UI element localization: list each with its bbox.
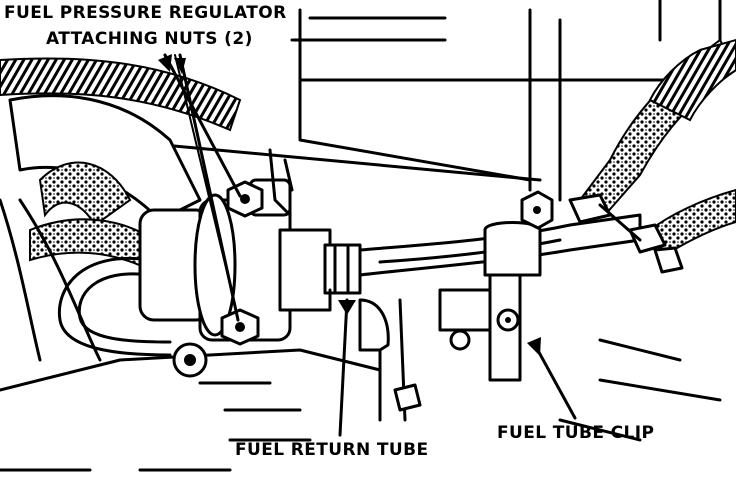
mounting-bolt: [520, 190, 554, 230]
label-attaching-nuts: ATTACHING NUTS (2): [46, 29, 253, 49]
background-frame: [0, 0, 722, 472]
fuel-pressure-regulator: [138, 148, 362, 342]
leader-lines: [158, 16, 577, 437]
attaching-nut-bottom: [220, 308, 260, 346]
fuel-tube-clip: [438, 221, 542, 382]
label-fuel-return-tube: FUEL RETURN TUBE: [235, 440, 429, 460]
right-hoses: [568, 38, 736, 274]
label-fuel-tube-clip: FUEL TUBE CLIP: [497, 423, 654, 443]
ground-wire: [57, 257, 208, 378]
label-fuel-pressure-regulator: FUEL PRESSURE REGULATOR: [4, 3, 287, 23]
attaching-nut-top: [226, 180, 264, 218]
